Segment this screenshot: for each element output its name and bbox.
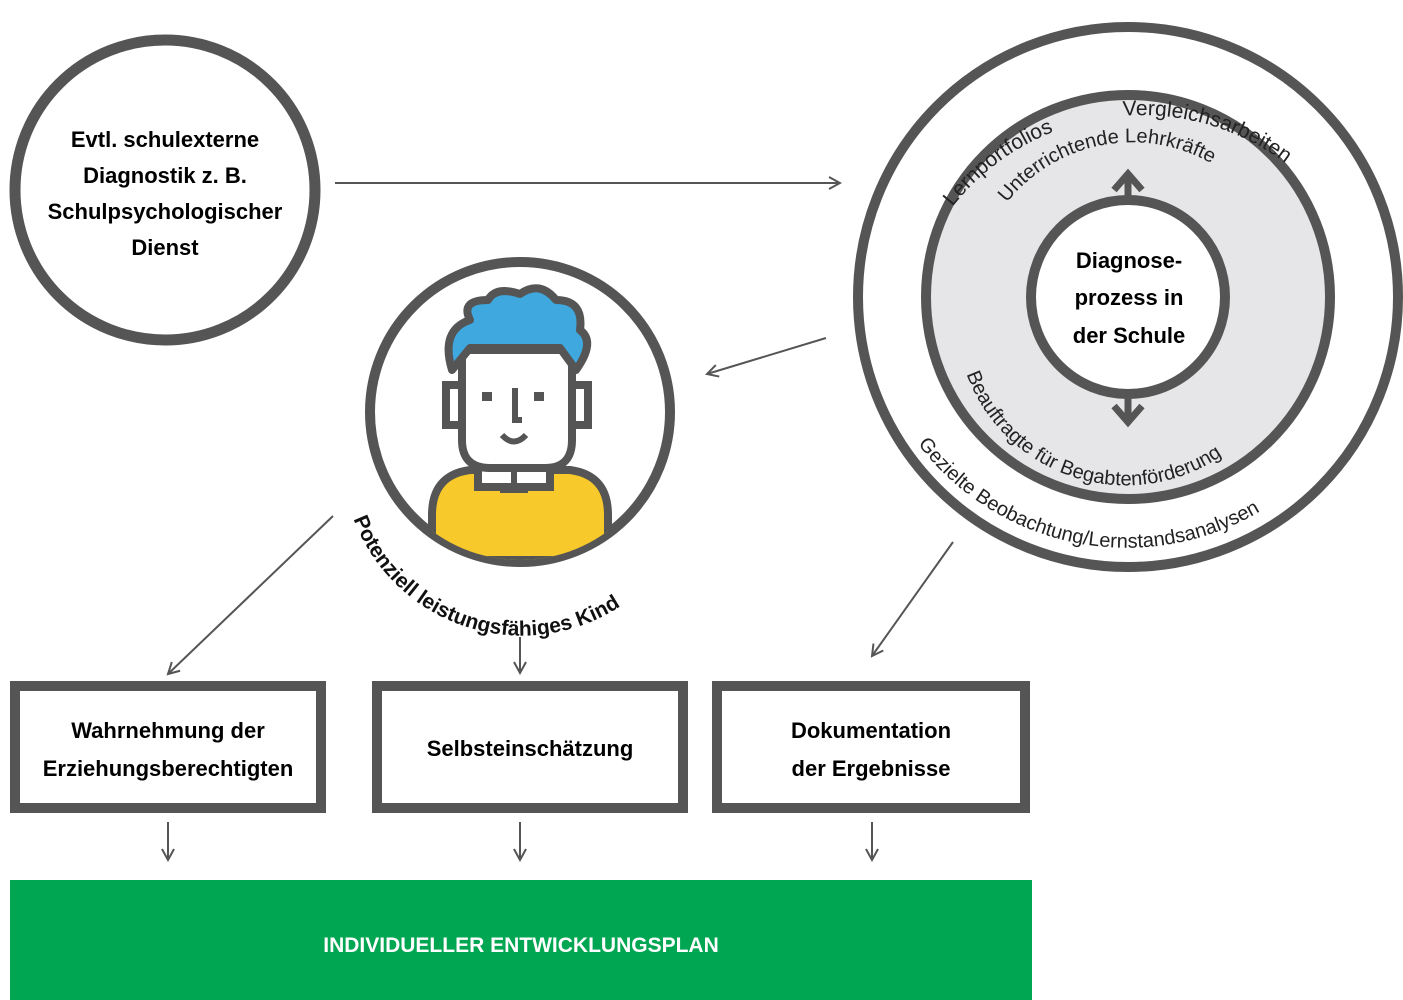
school-center-line2: prozess in <box>1075 285 1184 310</box>
parents-box-line1: Wahrnehmung der <box>71 718 265 743</box>
external-diagnostics-line4: Dienst <box>131 235 199 260</box>
self-assessment-box: Selbsteinschätzung <box>372 681 688 813</box>
arrow-down-icon <box>1111 391 1145 428</box>
arrow-up-icon <box>1111 168 1145 203</box>
school-center-line3: der Schule <box>1073 323 1185 348</box>
connectors <box>168 183 954 860</box>
school-center-line1: Diagnose- <box>1076 248 1182 273</box>
external-diagnostics-circle <box>9 34 321 346</box>
arrow-child-to-parents <box>168 515 334 674</box>
documentation-box-line1: Dokumentation <box>791 718 951 743</box>
external-diagnostics-line3: Schulpsychologischer <box>48 199 283 224</box>
external-diagnostics-line2: Diagnostik z. B. <box>83 163 247 188</box>
documentation-box-line2: der Ergebnisse <box>792 756 951 781</box>
documentation-box: Dokumentation der Ergebnisse <box>712 681 1030 813</box>
child-node: Potenziell leistungsfähiges Kind <box>349 257 675 641</box>
external-diagnostics-node: Evtl. schulexterne Diagnostik z. B. Schu… <box>9 34 321 346</box>
arrow-school-to-child <box>707 337 827 374</box>
arrow-school-to-documentation <box>872 541 954 656</box>
development-plan-bar: INDIVIDUELLER ENTWICKLUNGSPLAN <box>10 880 1032 1000</box>
school-diagnosis-node: Lernportfolios Vergleichsarbeiten Unterr… <box>853 22 1403 572</box>
parents-box: Wahrnehmung der Erziehungsberechtigten <box>10 681 326 813</box>
development-plan-label: INDIVIDUELLER ENTWICKLUNGSPLAN <box>323 934 719 957</box>
parents-box-line2: Erziehungsberechtigten <box>43 756 294 781</box>
external-diagnostics-line1: Evtl. schulexterne <box>71 127 259 152</box>
self-assessment-label: Selbsteinschätzung <box>427 736 634 761</box>
child-avatar-icon <box>428 284 612 560</box>
